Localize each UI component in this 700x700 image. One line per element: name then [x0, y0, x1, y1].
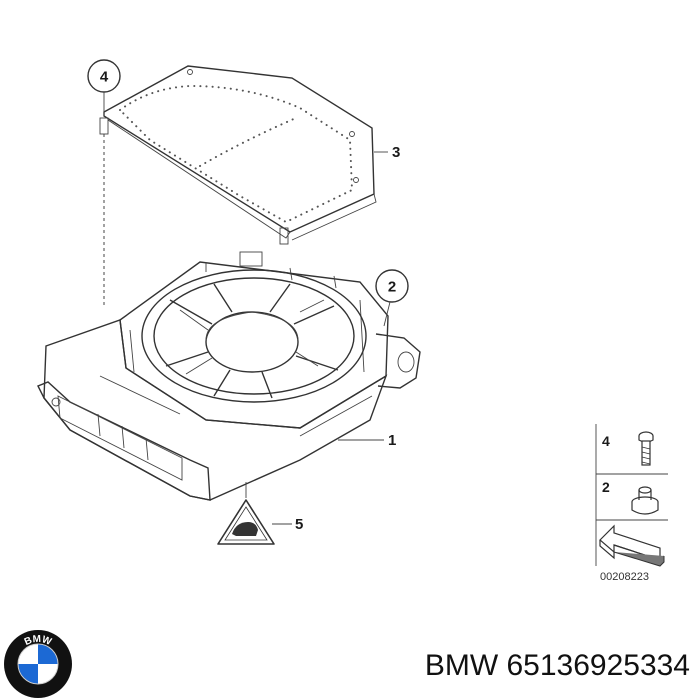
- svg-text:4: 4: [100, 69, 109, 86]
- callout-1[interactable]: 1: [338, 432, 396, 449]
- speaker-housing-part-1: [37, 251, 421, 501]
- svg-text:00208223: 00208223: [600, 571, 649, 583]
- speaker-cone: [141, 269, 367, 403]
- bmw-logo: BMW: [4, 630, 72, 698]
- svg-text:5: 5: [295, 516, 303, 533]
- svg-text:2: 2: [388, 279, 396, 296]
- svg-text:3: 3: [392, 144, 400, 161]
- cover-plate-part-3: [99, 65, 377, 245]
- svg-text:2: 2: [602, 479, 610, 495]
- callout-2[interactable]: 2: [375, 269, 409, 327]
- callout-4[interactable]: 4: [87, 59, 121, 116]
- svg-text:4: 4: [602, 433, 610, 449]
- legend-panel: 4 2 00208223: [595, 424, 668, 583]
- grommet-icon: [631, 486, 659, 515]
- callout-3[interactable]: 3: [374, 144, 400, 161]
- part-number-caption: BMW 65136925334: [425, 649, 690, 682]
- bolt-icon: [638, 431, 654, 466]
- warning-triangle-icon: [217, 499, 275, 545]
- svg-text:BMW: BMW: [23, 634, 54, 648]
- callout-5[interactable]: 5: [245, 482, 303, 533]
- svg-text:1: 1: [388, 432, 396, 449]
- arrow-plate-icon: [599, 524, 665, 567]
